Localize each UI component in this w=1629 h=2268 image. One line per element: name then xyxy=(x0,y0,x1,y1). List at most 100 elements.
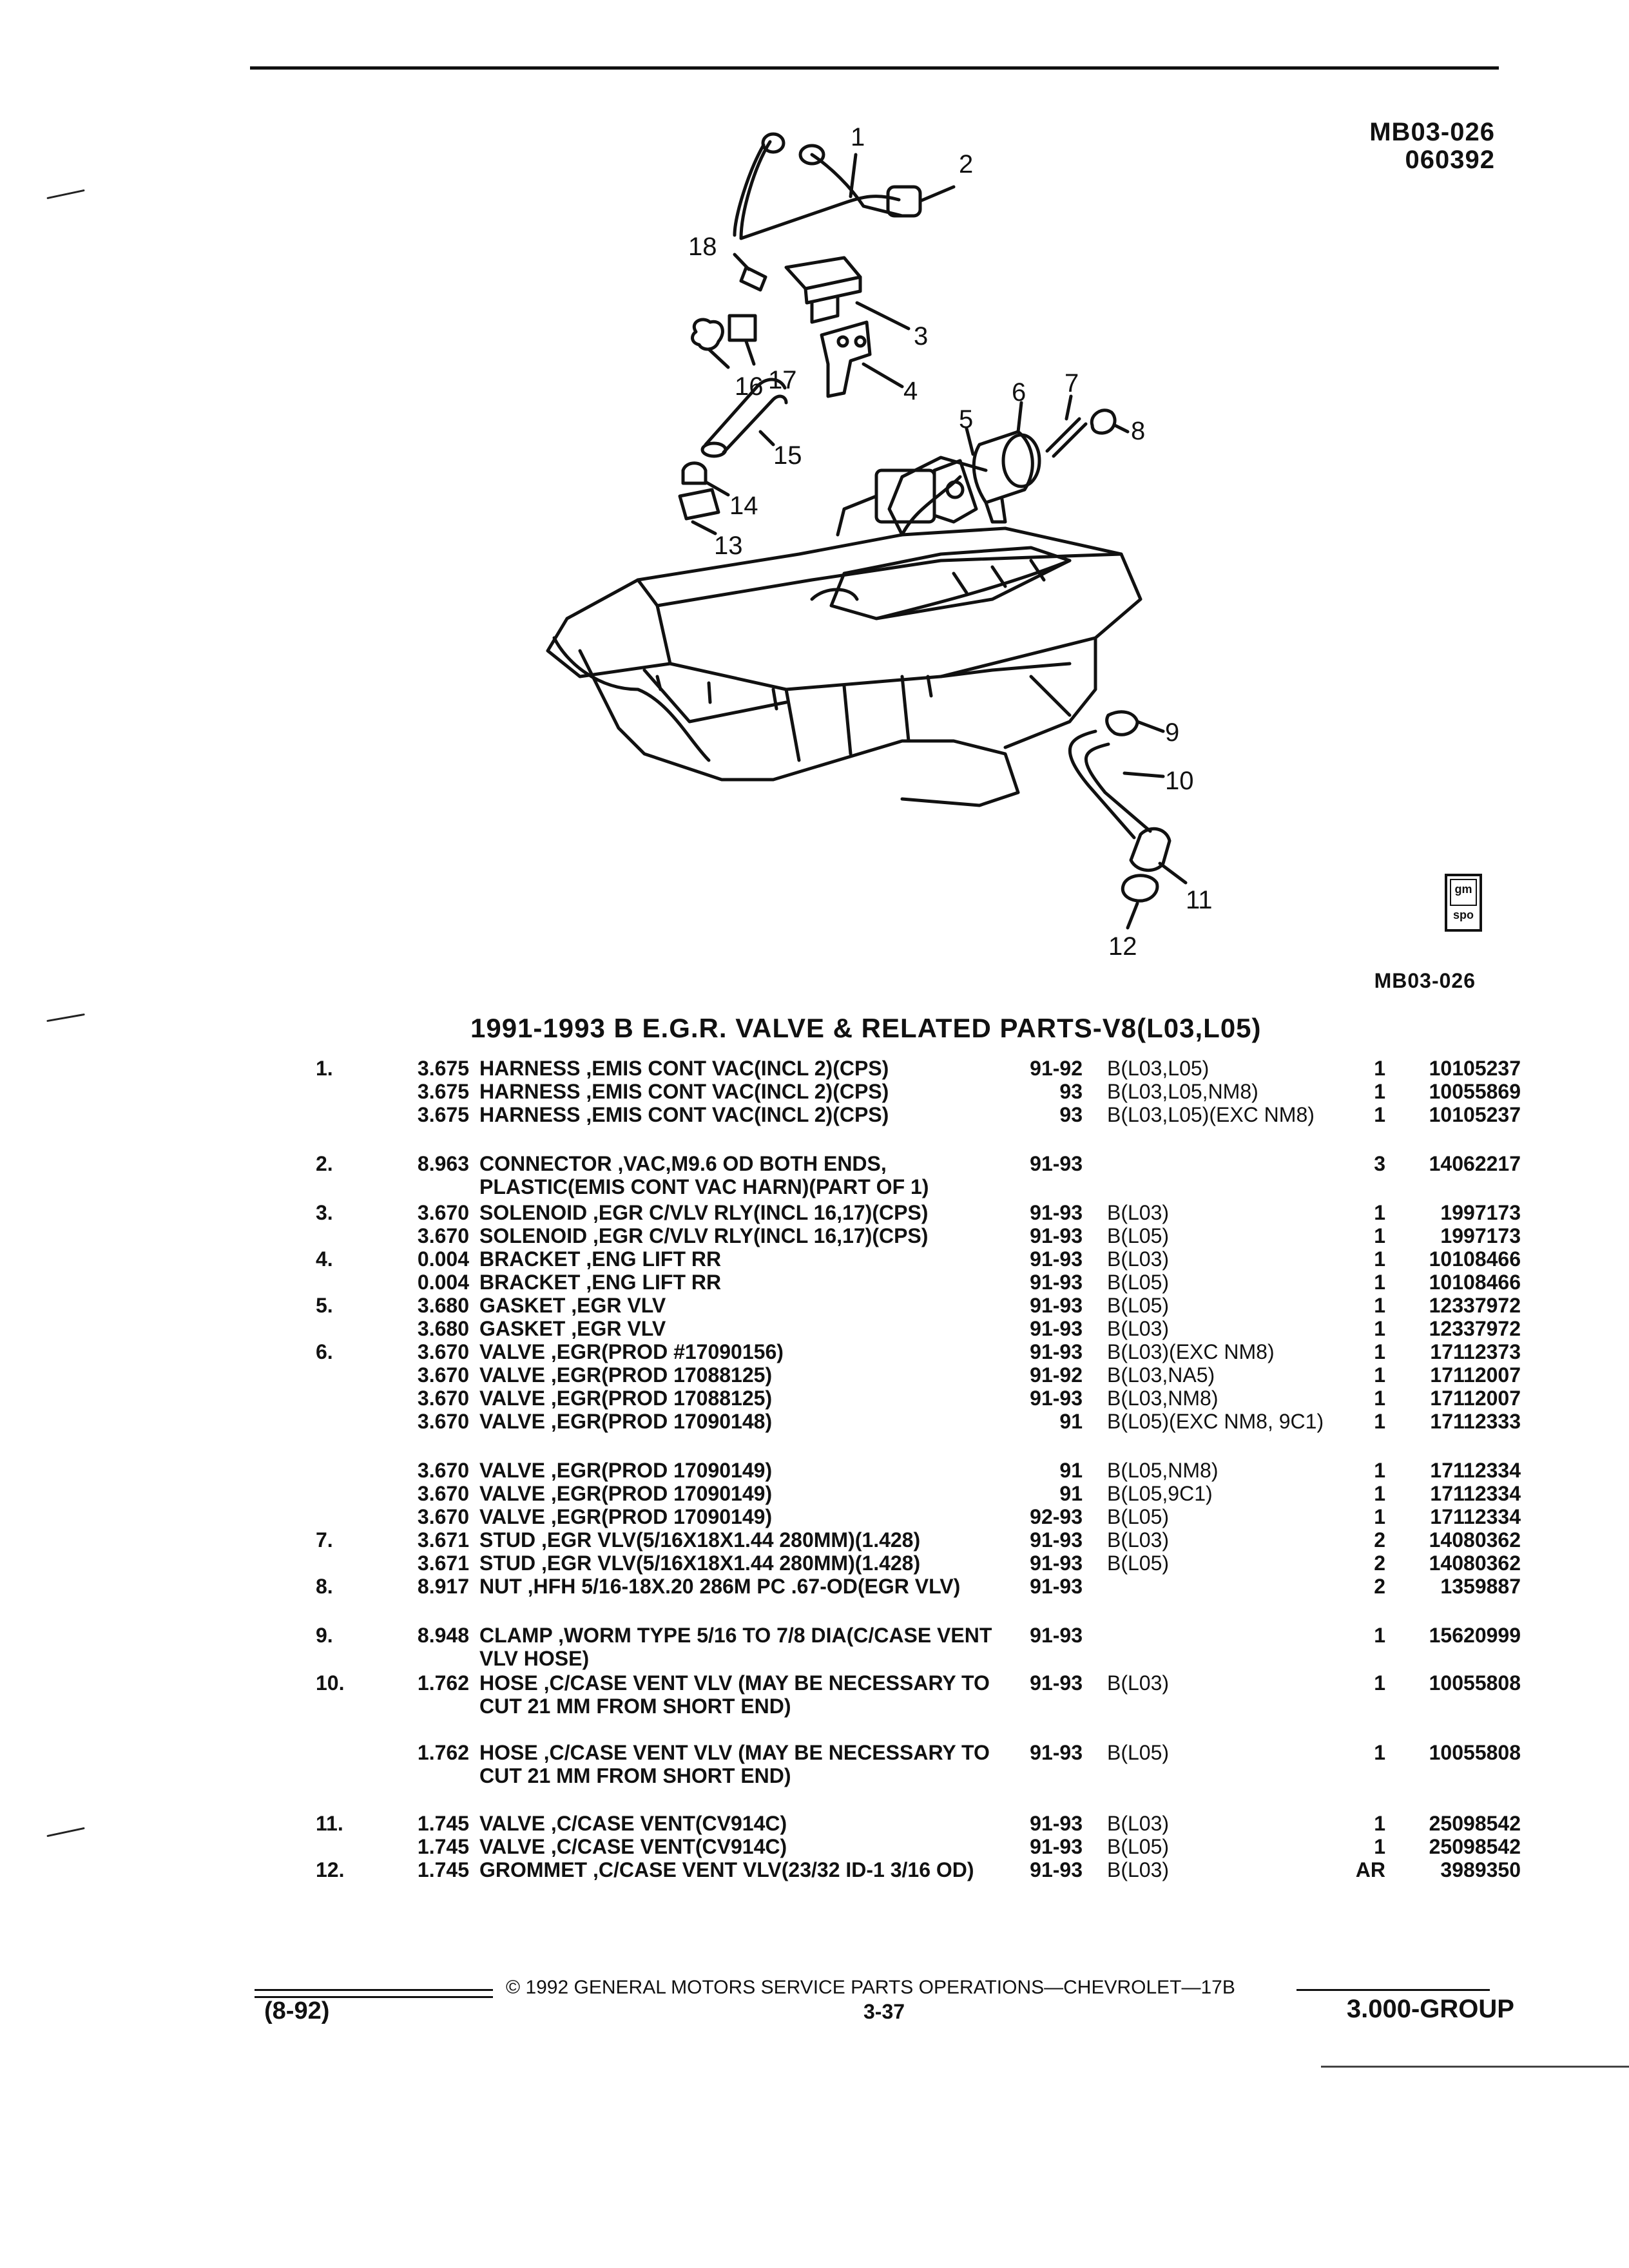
quantity: 1 xyxy=(1374,1387,1385,1410)
callout-18: 18 xyxy=(688,233,717,261)
group-number: 8.948 xyxy=(417,1624,469,1647)
group-number: 3.680 xyxy=(417,1317,469,1340)
part-number: 15620999 xyxy=(1429,1624,1521,1647)
part-description: VALVE ,C/CASE VENT(CV914C) xyxy=(479,1812,1008,1835)
part-detail: ,EGR(PROD #17090156) xyxy=(550,1340,784,1363)
quantity: 1 xyxy=(1374,1482,1385,1505)
part-name: SOLENOID xyxy=(479,1201,588,1224)
application: B(L03) xyxy=(1107,1671,1170,1695)
quantity: 2 xyxy=(1374,1552,1385,1575)
group-number: 1.762 xyxy=(417,1671,469,1695)
part-number: 10108466 xyxy=(1429,1271,1521,1294)
application: B(L03) xyxy=(1107,1812,1170,1835)
callout-9: 9 xyxy=(1165,718,1179,747)
model-years: 91 xyxy=(1059,1459,1083,1482)
group-code: 3.000-GROUP xyxy=(1346,1995,1514,2023)
group-number: 1.762 xyxy=(417,1741,469,1764)
callout-15: 15 xyxy=(773,441,802,470)
part-detail: ,EGR C/VLV RLY(INCL 16,17)(CPS) xyxy=(593,1224,929,1247)
application: B(L05) xyxy=(1107,1835,1170,1858)
application: B(L03,NM8) xyxy=(1107,1387,1219,1410)
part-name: HOSE xyxy=(479,1741,538,1764)
quantity: 1 xyxy=(1374,1271,1385,1294)
quantity: 1 xyxy=(1374,1671,1385,1695)
ref-number: 10. xyxy=(316,1671,345,1695)
quantity: 1 xyxy=(1374,1741,1385,1764)
part-number: 10108466 xyxy=(1429,1247,1521,1271)
quantity: 1 xyxy=(1374,1103,1385,1126)
application: B(L05)(EXC NM8, 9C1) xyxy=(1107,1410,1324,1433)
page-title: 1991-1993 B E.G.R. VALVE & RELATED PARTS… xyxy=(470,1013,1262,1043)
application: B(L05,9C1) xyxy=(1107,1482,1213,1505)
part-description: HARNESS ,EMIS CONT VAC(INCL 2)(CPS) xyxy=(479,1080,1008,1103)
group-number: 3.670 xyxy=(417,1410,469,1433)
part-name: HOSE xyxy=(479,1671,538,1695)
model-years: 91-93 xyxy=(1030,1552,1083,1575)
quantity: 1 xyxy=(1374,1294,1385,1317)
model-years: 91-93 xyxy=(1030,1340,1083,1363)
part-number: 25098542 xyxy=(1429,1812,1521,1835)
model-years: 91-93 xyxy=(1030,1387,1083,1410)
part-description: VALVE ,EGR(PROD #17090156) xyxy=(479,1340,1008,1363)
model-years: 91-93 xyxy=(1030,1271,1083,1294)
solenoid-part xyxy=(784,256,862,324)
application: B(L03) xyxy=(1107,1247,1170,1271)
part-number: 17112334 xyxy=(1430,1459,1521,1482)
ref-number: 12. xyxy=(316,1858,345,1881)
application: B(L03,L05) xyxy=(1107,1057,1210,1080)
logo-mark: gm xyxy=(1450,879,1477,906)
logo-gm: gm xyxy=(1454,883,1472,896)
quantity: 2 xyxy=(1374,1528,1385,1552)
bottom-right-rule xyxy=(1321,2066,1629,2068)
egr-exploded-diagram: 1 2 3 4 5 6 7 8 9 10 11 12 13 14 15 16 1… xyxy=(546,123,1213,960)
part-description: SOLENOID ,EGR C/VLV RLY(INCL 16,17)(CPS) xyxy=(479,1201,1008,1224)
callout-12: 12 xyxy=(1108,932,1137,960)
harness-part xyxy=(733,132,922,240)
ref-number: 11. xyxy=(316,1812,343,1835)
footer-rule-left xyxy=(255,1989,493,1991)
part-number: 10055808 xyxy=(1429,1741,1521,1764)
part-name: VALVE xyxy=(479,1410,545,1433)
margin-mark xyxy=(46,189,85,200)
part-description: VALVE ,EGR(PROD 17088125) xyxy=(479,1363,1008,1387)
part-description: STUD ,EGR VLV(5/16X18X1.44 280MM)(1.428) xyxy=(479,1528,1008,1552)
part-name: VALVE xyxy=(479,1812,545,1835)
part-name: SOLENOID xyxy=(479,1224,588,1247)
model-years: 91-92 xyxy=(1030,1363,1083,1387)
group-number: 3.670 xyxy=(417,1201,469,1224)
margin-mark xyxy=(46,1013,85,1023)
part-description: CONNECTOR ,VAC,M9.6 OD BOTH ENDS, PLASTI… xyxy=(479,1152,1008,1198)
part-number: 12337972 xyxy=(1429,1294,1521,1317)
part-name: CLAMP xyxy=(479,1624,553,1647)
model-years: 91 xyxy=(1059,1410,1083,1433)
callout-14: 14 xyxy=(729,492,758,520)
part-name: VALVE xyxy=(479,1482,545,1505)
part-detail: ,EGR VLV(5/16X18X1.44 280MM)(1.428) xyxy=(541,1528,921,1552)
quantity: 1 xyxy=(1374,1624,1385,1647)
model-years: 91-93 xyxy=(1030,1247,1083,1271)
group-number: 1.745 xyxy=(417,1858,469,1881)
model-years: 91-93 xyxy=(1030,1201,1083,1224)
revision-code: (8-92) xyxy=(264,1997,330,2024)
model-years: 92-93 xyxy=(1030,1505,1083,1528)
engine-block xyxy=(546,456,1142,807)
part-detail: ,C/CASE VENT(CV914C) xyxy=(550,1812,787,1835)
part-detail: ,VAC,M9.6 OD BOTH ENDS, PLASTIC(EMIS CON… xyxy=(479,1152,929,1198)
part-name: VALVE xyxy=(479,1363,545,1387)
quantity: AR xyxy=(1355,1858,1385,1881)
callout-6: 6 xyxy=(1012,378,1026,407)
part-number: 10105237 xyxy=(1429,1103,1521,1126)
part-detail: ,EGR(PROD 17088125) xyxy=(550,1387,773,1410)
application: B(L03)(EXC NM8) xyxy=(1107,1340,1275,1363)
group-number: 3.671 xyxy=(417,1528,469,1552)
group-number: 3.670 xyxy=(417,1363,469,1387)
model-years: 93 xyxy=(1059,1080,1083,1103)
part-description: VALVE ,EGR(PROD 17090149) xyxy=(479,1459,1008,1482)
part-number: 25098542 xyxy=(1429,1835,1521,1858)
group-number: 8.917 xyxy=(417,1575,469,1598)
quantity: 1 xyxy=(1374,1247,1385,1271)
part-description: STUD ,EGR VLV(5/16X18X1.44 280MM)(1.428) xyxy=(479,1552,1008,1575)
footer-rule-right xyxy=(1296,1989,1490,1991)
part-detail: ,EGR(PROD 17090149) xyxy=(550,1459,773,1482)
part-detail: ,C/CASE VENT VLV(23/32 ID-1 3/16 OD) xyxy=(592,1858,974,1881)
